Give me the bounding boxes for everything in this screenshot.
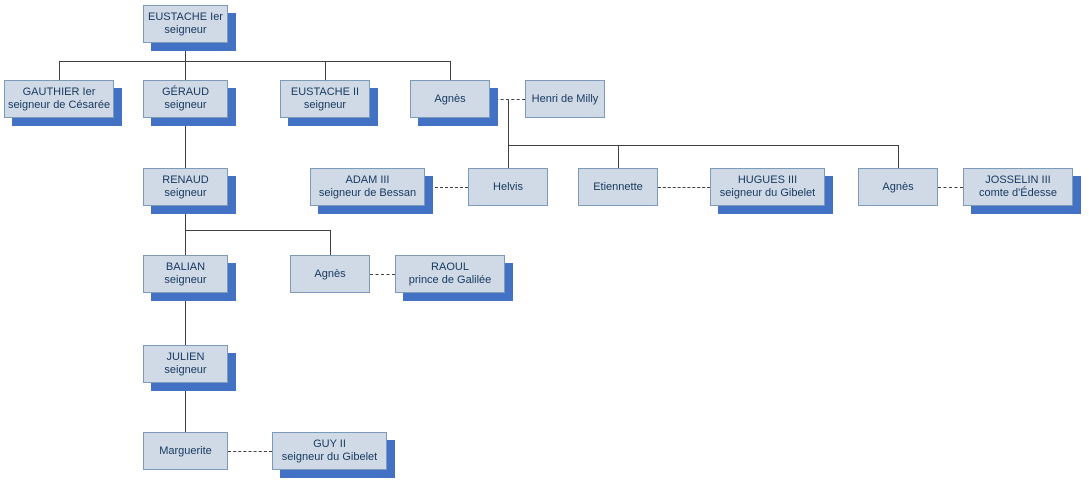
node-gauthier-ier: GAUTHIER Ier seigneur de Césarée bbox=[4, 80, 114, 118]
descent-line bbox=[185, 230, 330, 231]
marriage-line bbox=[490, 99, 525, 100]
person-name: RENAUD bbox=[162, 174, 209, 186]
node-renaud: RENAUD seigneur bbox=[143, 168, 228, 206]
person-title: seigneur bbox=[164, 99, 207, 111]
descent-line bbox=[185, 43, 186, 61]
node-julien: JULIEN seigneur bbox=[143, 345, 228, 383]
person-name: Agnès bbox=[882, 180, 914, 193]
person-title: comte d'Édesse bbox=[979, 187, 1057, 199]
person-title: seigneur bbox=[303, 99, 347, 111]
person-name: JULIEN bbox=[166, 351, 205, 363]
descent-line bbox=[185, 118, 186, 168]
node-helvis: Helvis bbox=[468, 168, 548, 206]
descent-line bbox=[185, 383, 186, 432]
node-hugues-iii: HUGUES III seigneur du Gibelet bbox=[710, 168, 825, 206]
node-eustache-ier: EUSTACHE Ier seigneur bbox=[143, 5, 228, 43]
descent-line bbox=[325, 61, 326, 80]
person-title: seigneur du Gibelet bbox=[719, 187, 816, 199]
descent-line bbox=[508, 99, 509, 145]
node-guy-ii: GUY II seigneur du Gibelet bbox=[272, 432, 387, 470]
person-name: JOSSELIN III bbox=[985, 174, 1051, 186]
descent-line bbox=[185, 230, 186, 255]
person-name: EUSTACHE II bbox=[290, 86, 360, 98]
person-title: seigneur de Bessan bbox=[318, 187, 417, 199]
marriage-line bbox=[938, 187, 963, 188]
person-name: GUY II bbox=[313, 438, 346, 450]
node-etiennette: Etiennette bbox=[578, 168, 658, 206]
person-name: BALIAN bbox=[165, 261, 206, 273]
descent-line bbox=[185, 206, 186, 230]
marriage-line bbox=[228, 451, 272, 452]
node-marguerite: Marguerite bbox=[143, 432, 228, 470]
person-title: seigneur de Césarée bbox=[7, 99, 111, 111]
person-name: GAUTHIER Ier bbox=[22, 86, 96, 98]
person-title: seigneur bbox=[164, 274, 207, 286]
node-agnes-3: Agnès bbox=[290, 255, 370, 293]
node-agnes-1: Agnès bbox=[410, 80, 490, 118]
node-balian: BALIAN seigneur bbox=[143, 255, 228, 293]
node-agnes-2: Agnès bbox=[858, 168, 938, 206]
person-name: GÉRAUD bbox=[161, 86, 210, 98]
person-title: seigneur du Gibelet bbox=[281, 451, 378, 463]
person-name: HUGUES III bbox=[737, 174, 798, 186]
descent-line bbox=[185, 293, 186, 345]
person-title: seigneur bbox=[164, 364, 207, 376]
person-title: prince de Galilée bbox=[408, 274, 492, 286]
node-josselin-iii: JOSSELIN III comte d'Édesse bbox=[963, 168, 1073, 206]
person-name: Henri de Milly bbox=[531, 92, 599, 105]
person-name: Etiennette bbox=[593, 180, 643, 193]
person-name: Agnès bbox=[434, 92, 466, 105]
node-raoul: RAOUL prince de Galilée bbox=[395, 255, 505, 293]
person-name: Helvis bbox=[493, 180, 523, 193]
descent-line bbox=[898, 145, 899, 168]
descent-line bbox=[185, 61, 186, 80]
node-eustache-ii: EUSTACHE II seigneur bbox=[280, 80, 370, 118]
descent-line bbox=[59, 61, 60, 80]
descent-line bbox=[508, 145, 898, 146]
person-name: ADAM III bbox=[345, 174, 390, 186]
person-name: Marguerite bbox=[159, 444, 212, 457]
person-title: seigneur bbox=[164, 187, 207, 199]
person-name: EUSTACHE Ier bbox=[148, 11, 223, 23]
person-name: RAOUL bbox=[431, 261, 469, 273]
marriage-line bbox=[370, 274, 395, 275]
node-geraud: GÉRAUD seigneur bbox=[143, 80, 228, 118]
descent-line bbox=[59, 61, 450, 62]
descent-line bbox=[450, 61, 451, 80]
marriage-line bbox=[425, 187, 468, 188]
marriage-line bbox=[658, 187, 710, 188]
descent-line bbox=[330, 230, 331, 255]
person-name: Agnès bbox=[314, 267, 346, 280]
descent-line bbox=[508, 145, 509, 168]
descent-line bbox=[618, 145, 619, 168]
node-adam-iii: ADAM III seigneur de Bessan bbox=[310, 168, 425, 206]
person-title: seigneur bbox=[164, 24, 207, 36]
node-henri-de-milly: Henri de Milly bbox=[525, 80, 605, 118]
